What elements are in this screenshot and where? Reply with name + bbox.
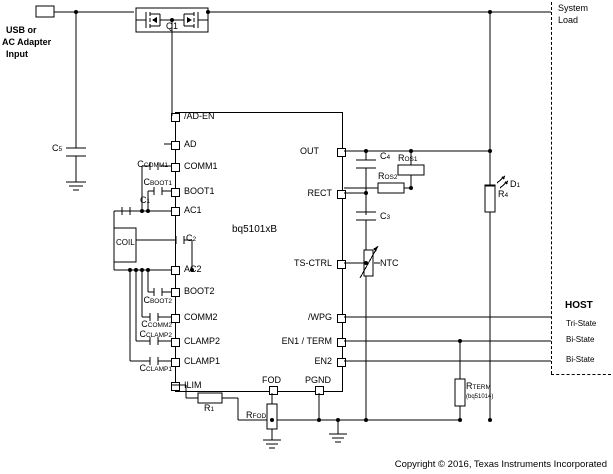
component-label-ccomm1: CCOMM1	[137, 159, 168, 169]
pin-label-comm2: COMM2	[184, 312, 218, 322]
input-label-line1: USB or	[6, 25, 37, 35]
component-label-ros1: ROS1	[398, 153, 418, 163]
component-label-rfod: RFOD	[246, 410, 267, 420]
pin-label-ac1: AC1	[184, 205, 202, 215]
q1-label: Q1	[166, 21, 179, 31]
pin-label-ilim: ILIM	[184, 380, 202, 390]
ntc-label: NTC	[380, 258, 399, 268]
pin-box-ac1[interactable]	[171, 207, 180, 216]
ic-label: bq5101xB	[232, 224, 278, 235]
input-label-line2: AC Adapter	[2, 37, 52, 47]
pin-label-boot1: BOOT1	[184, 186, 215, 196]
component-label-c5: C5	[52, 143, 63, 153]
pin-box-boot2[interactable]	[171, 288, 180, 297]
pin-box-en2[interactable]	[337, 358, 346, 367]
pin-label-en1-term: EN1 / TERM	[281, 336, 332, 346]
component-label-r1: R1	[204, 403, 215, 413]
pin-box-ilim[interactable]	[171, 382, 180, 391]
system-load-boundary-bottom	[551, 374, 611, 375]
pin-box-clamp1[interactable]	[171, 358, 180, 367]
pin-box-rect[interactable]	[337, 190, 346, 199]
system-load-boundary	[551, 2, 552, 374]
copyright-notice: Copyright © 2016, Texas Instruments Inco…	[394, 459, 607, 470]
pin-label-fod: FOD	[262, 375, 281, 385]
pin-label-pgnd: PGND	[305, 375, 332, 385]
pin-box-ad[interactable]	[171, 141, 180, 150]
system-load-line2: Load	[558, 15, 579, 25]
host-signal-bi-state-2: Bi-State	[566, 355, 595, 364]
component-label-rterm-note: (bq51014)	[466, 394, 494, 400]
pin-box-en1-term[interactable]	[337, 338, 346, 347]
pin-box-clamp2[interactable]	[171, 338, 180, 347]
pin-box-ad-en[interactable]	[171, 113, 180, 122]
component-label-d1: D1	[510, 179, 521, 189]
pin-label-ad: AD	[184, 139, 197, 149]
pin-box-comm1[interactable]	[171, 163, 180, 172]
pin-box-wpg[interactable]	[337, 314, 346, 323]
component-label-c3: C3	[380, 211, 391, 221]
host-signal-tri-state: Tri-State	[566, 319, 597, 328]
system-load-line1: System	[558, 3, 589, 13]
pin-label-ts-ctrl: TS-CTRL	[294, 258, 332, 268]
host-signal-bi-state-1: Bi-State	[566, 335, 595, 344]
pin-box-out[interactable]	[337, 148, 346, 157]
pin-box-ts-ctrl[interactable]	[337, 260, 346, 269]
component-label-c2: C2	[186, 233, 197, 243]
pin-label-ad-en: /AD-EN	[184, 111, 215, 121]
component-label-ccomm2: CCOMM2	[141, 319, 172, 329]
component-label-cboot1: CBOOT1	[143, 177, 172, 187]
pin-label-rect: RECT	[307, 188, 333, 198]
pin-label-boot2: BOOT2	[184, 286, 215, 296]
component-label-c4: C4	[380, 151, 391, 161]
pin-label-clamp2: CLAMP2	[184, 336, 221, 346]
pin-box-ac2[interactable]	[171, 266, 180, 275]
pin-box-fod[interactable]	[269, 386, 278, 395]
component-label-rterm: RTERM	[466, 381, 491, 391]
component-label-cboot2: CBOOT2	[143, 295, 172, 305]
pin-box-comm2[interactable]	[171, 314, 180, 323]
component-label-c1: C1	[140, 195, 151, 205]
pin-label-out: OUT	[300, 146, 319, 156]
host-label: HOST	[565, 300, 593, 311]
coil-label: COIL	[116, 238, 135, 247]
component-label-cclamp1: CCLAMP1	[139, 363, 172, 373]
pin-label-clamp1: CLAMP1	[184, 356, 221, 366]
pin-label-comm1: COMM1	[184, 161, 218, 171]
ic-body	[175, 112, 343, 392]
component-label-ros2: ROS2	[378, 171, 398, 181]
component-label-cclamp2: CCLAMP2	[139, 329, 172, 339]
input-label-line3: Input	[6, 49, 28, 59]
component-label-r4: R4	[498, 189, 509, 199]
pin-box-boot1[interactable]	[171, 188, 180, 197]
pin-label-en2: EN2	[314, 356, 332, 366]
pin-label-wpg: /WPG	[308, 312, 332, 322]
